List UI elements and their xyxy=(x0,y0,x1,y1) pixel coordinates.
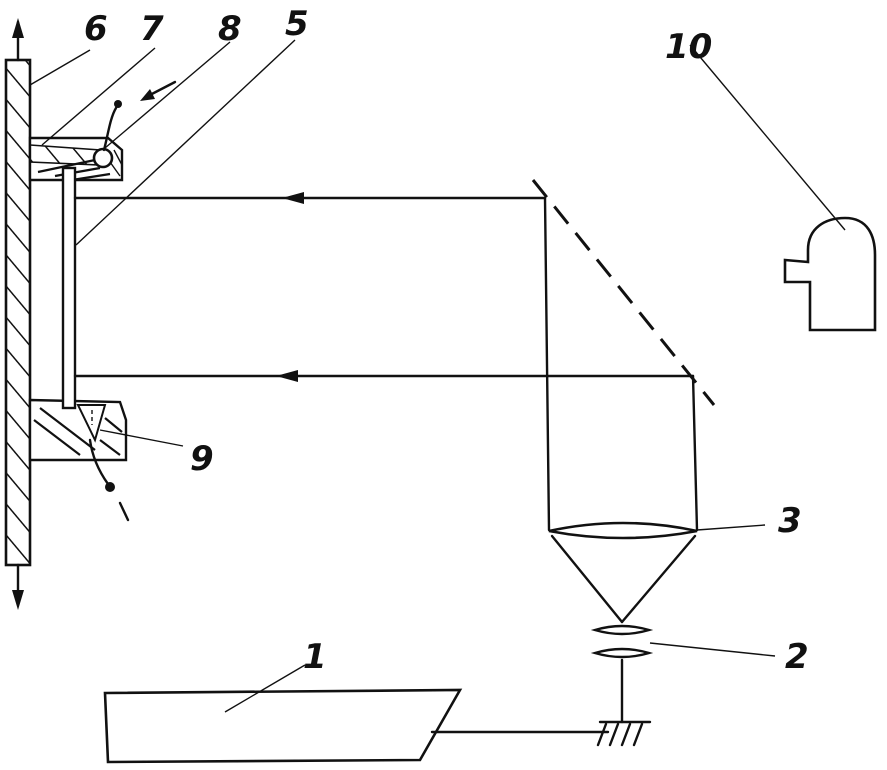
label-10: 10 xyxy=(665,27,712,67)
label-3: 3 xyxy=(778,501,802,541)
clamp-screw xyxy=(92,100,123,177)
label-5: 5 xyxy=(285,4,309,44)
vertical-rail xyxy=(4,18,32,610)
label-8: 8 xyxy=(218,9,242,49)
beam-splitter-mirror xyxy=(531,179,716,406)
leader-lines xyxy=(29,39,846,713)
lower-clamp-block xyxy=(28,398,128,492)
laser-source xyxy=(103,688,610,764)
upper-beam xyxy=(73,192,551,532)
label-7: 7 xyxy=(140,9,164,49)
label-2: 2 xyxy=(785,637,809,677)
label-9: 9 xyxy=(190,439,214,479)
label-6: 6 xyxy=(84,9,108,49)
label-1: 1 xyxy=(303,637,327,677)
upper-clamp-block xyxy=(28,136,124,182)
sample-plate xyxy=(61,166,77,410)
fixed-mirror-mount xyxy=(596,720,652,747)
lower-beam xyxy=(73,370,699,532)
beam-expander-lenses xyxy=(590,624,654,724)
camera-icon xyxy=(783,216,877,332)
collimating-lens xyxy=(548,521,698,624)
